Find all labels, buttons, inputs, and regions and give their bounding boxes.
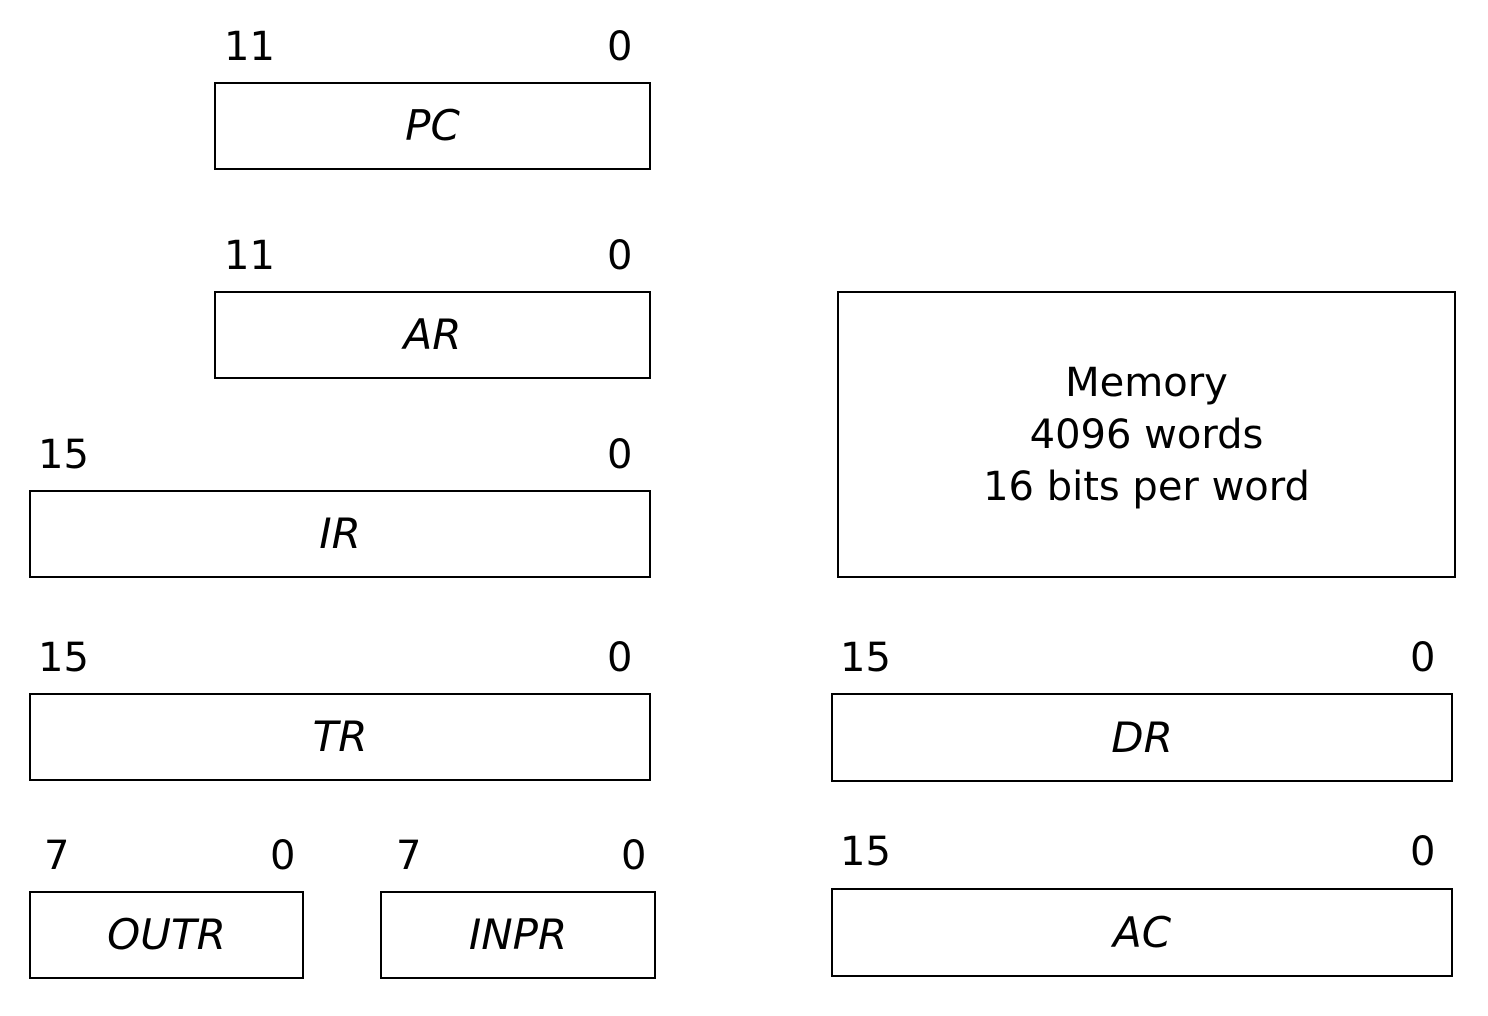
dr-low-bit-label: 0 [1410, 635, 1436, 681]
memory-size: 4096 words [1029, 411, 1264, 458]
ar-register-name: AR [403, 310, 462, 359]
inpr-low-bit-label: 0 [621, 833, 647, 879]
pc-register-box: PC [214, 82, 651, 170]
inpr-high-bit-label: 7 [396, 833, 422, 879]
tr-register-box: TR [29, 693, 651, 781]
tr-register-name: TR [312, 712, 368, 761]
memory-title: Memory [1065, 359, 1228, 406]
outr-register-name: OUTR [107, 910, 226, 959]
dr-register-name: DR [1111, 712, 1173, 762]
pc-low-bit-label: 0 [607, 24, 633, 70]
inpr-register-name: INPR [468, 910, 568, 959]
pc-register-name: PC [405, 101, 460, 150]
dr-register-box: DR [831, 693, 1453, 782]
tr-low-bit-label: 0 [607, 635, 633, 681]
ir-register-box: IR [29, 490, 651, 578]
outr-register-box: OUTR [29, 891, 304, 979]
outr-high-bit-label: 7 [44, 833, 70, 879]
ac-register-name: AC [1112, 907, 1172, 957]
ac-low-bit-label: 0 [1410, 829, 1436, 875]
dr-high-bit-label: 15 [840, 635, 891, 681]
ac-register-box: AC [831, 888, 1453, 977]
inpr-register-box: INPR [380, 891, 656, 979]
tr-high-bit-label: 15 [38, 635, 89, 681]
ar-high-bit-label: 11 [224, 233, 275, 279]
ir-high-bit-label: 15 [38, 432, 89, 478]
ir-low-bit-label: 0 [607, 432, 633, 478]
pc-high-bit-label: 11 [224, 24, 275, 70]
outr-low-bit-label: 0 [270, 833, 296, 879]
memory-block: Memory 4096 words 16 bits per word [837, 291, 1456, 578]
ir-register-name: IR [319, 509, 361, 558]
memory-word-width: 16 bits per word [983, 463, 1310, 510]
ac-high-bit-label: 15 [840, 829, 891, 875]
ar-low-bit-label: 0 [607, 233, 633, 279]
ar-register-box: AR [214, 291, 651, 379]
